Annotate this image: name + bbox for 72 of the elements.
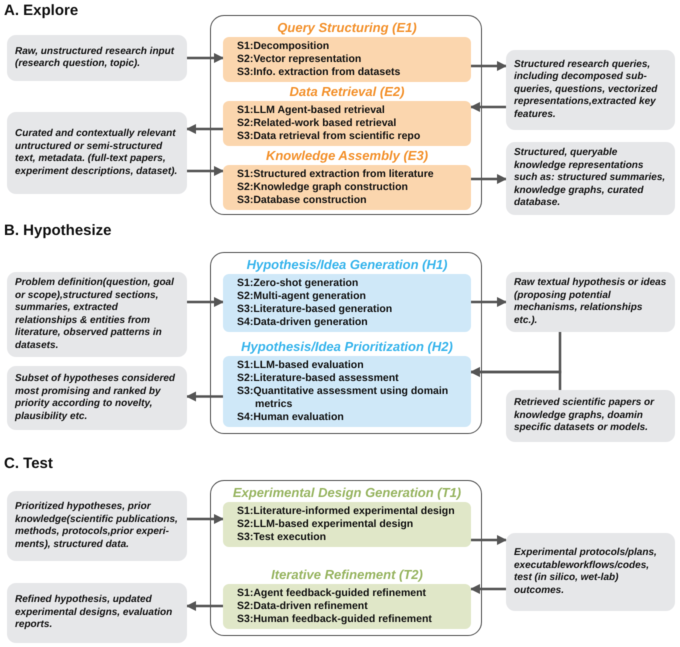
step-text: S1:Structured extraction from literature (237, 168, 435, 181)
step-text: S3:Literature-based generation (237, 303, 394, 316)
description-box (506, 272, 675, 332)
description-text: Subset of hypotheses considered most promising and ranked by priority according to novelty, plausibility etc. (15, 373, 176, 423)
description-text: Experimental protocols/plans, executableworkflows/codes, test (in silico, wet-lab) outcomes. (514, 547, 658, 597)
section-title: C. Test (4, 455, 53, 472)
section-title: B. Hypothesize (4, 222, 112, 239)
description-text: Problem definition(question, goal or scope),structured sections, summaries, extracted relationships & entities from literature, observed patterns in datasets. (15, 277, 175, 352)
stage-heading: Data Retrieval (E2) (288, 84, 406, 99)
arrow (471, 297, 507, 307)
description-box (506, 142, 675, 214)
arrow (187, 514, 224, 524)
description-text: Retrieved scientific papers or knowledge graphs, doamin specific datasets or models. (514, 397, 656, 435)
step-text: S2:Related-work based retrieval (237, 117, 398, 130)
step-text: S2:LLM-based experimental design (237, 518, 414, 531)
stage-container (210, 15, 482, 215)
arrow (187, 297, 224, 307)
section-title: A. Explore (4, 2, 78, 19)
stage-heading: Knowledge Assembly (E3) (264, 148, 430, 163)
description-box (7, 272, 187, 357)
step-text: S3:Human feedback-guided refinement (237, 613, 433, 626)
step-text: S2:Multi-agent generation (237, 290, 367, 303)
arrow (186, 124, 223, 134)
step-text: S1:LLM-based evaluation (237, 359, 365, 372)
description-box (7, 583, 187, 643)
stage-heading: Hypothesis/Idea Generation (H1) (246, 257, 448, 272)
arrow (186, 392, 223, 402)
step-text: S4:Human evaluation (237, 411, 345, 424)
stage-container (210, 252, 482, 434)
step-text: S1:Agent feedback-guided refinement (237, 587, 428, 600)
step-text: S4:Data-driven generation (237, 316, 369, 329)
description-text: Structured, queryable knowledge representations such as: structured summaries, knowledge graphs, curated database. (514, 147, 666, 210)
step-text: S1:Decomposition (237, 40, 330, 53)
step-text: S3:Test execution (237, 531, 328, 544)
step-text: S3:Quantitative assessment using domain metrics (237, 385, 450, 411)
step-text: S3:Database construction (237, 194, 368, 207)
description-text: Curated and contextually relevant untructured or semi-structured text, metadata. (full-text papers, experiment descriptions, dataset). (15, 128, 178, 178)
arrow (471, 174, 507, 184)
step-text: S1:Zero-shot generation (237, 277, 360, 290)
step-text: S2:Vector representation (237, 53, 362, 66)
description-box (7, 112, 187, 194)
description-text: Raw textual hypothesis or ideas (proposing potential mechanisms, relationships etc.). (514, 277, 667, 327)
description-box (7, 366, 187, 430)
stage-heading: Experimental Design Generation (T1) (232, 485, 462, 500)
arrow (187, 166, 224, 176)
arrow (186, 601, 223, 611)
description-text: Raw, unstructured research input (research question, topic). (15, 46, 176, 70)
description-box (506, 390, 675, 442)
step-text: S3:Info. extraction from datasets (237, 66, 402, 79)
arrow (470, 584, 506, 594)
step-text: S2:Literature-based assessment (237, 372, 400, 385)
stage-heading: Iterative Refinement (T2) (270, 567, 424, 582)
description-box (7, 35, 187, 81)
description-text: Refined hypothesis, updated experimental designs, evaluation reports. (15, 594, 174, 632)
stage-container (210, 480, 482, 636)
stage-heading: Hypothesis/Idea Prioritization (H2) (240, 339, 454, 354)
step-text: S3:Data retrieval from scientific repo (237, 130, 422, 143)
step-text: S1:LLM Agent-based retrieval (237, 104, 386, 117)
description-box (506, 533, 675, 611)
arrow (471, 535, 507, 545)
step-text: S2:Data-driven refinement (237, 600, 369, 613)
arrow (187, 53, 224, 63)
arrow (470, 102, 506, 112)
step-text: S1:Literature-informed experimental design (237, 505, 456, 518)
stage-heading: Query Structuring (E1) (276, 20, 418, 35)
arrow (470, 367, 562, 390)
description-box (7, 491, 187, 561)
description-text: Structured research queries, including decomposed sub-queries, questions, vectorized representations,extracted key features. (514, 58, 658, 122)
description-text: Prioritized hypotheses, prior knowledge(scientific publications, methods, protocols,prior experi-ments), structured data. (15, 501, 179, 551)
step-text: S2:Knowledge graph construction (237, 181, 409, 194)
description-box (506, 50, 675, 130)
arrow (471, 61, 507, 71)
